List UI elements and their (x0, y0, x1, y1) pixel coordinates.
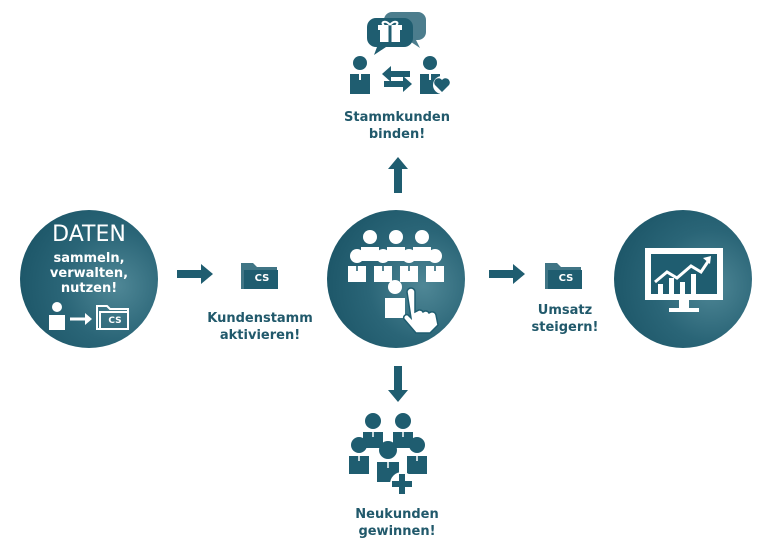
folder-letters: CS (254, 273, 270, 284)
folder-cs-icon (545, 263, 582, 289)
step-right-line2: steigern! (531, 320, 599, 335)
arrow-down-icon (388, 366, 408, 402)
step-left-line2: aktivieren! (219, 328, 301, 343)
arrow-right-icon (489, 264, 525, 284)
top-label-line2: binden! (368, 127, 426, 142)
data-line1: sammeln, (53, 251, 125, 266)
person-icon (350, 56, 370, 94)
folder-letters: CS (558, 273, 574, 284)
data-circle: DATEN sammeln, verwalten, nutzen! CS (20, 210, 158, 348)
person-heart-icon (420, 56, 450, 94)
arrow-right-icon (177, 264, 213, 284)
data-line2: verwalten, (49, 266, 129, 281)
arrow-up-icon (388, 157, 408, 193)
customers-circle (327, 210, 465, 348)
step-right-line1: Umsatz (537, 303, 593, 318)
arrow-right-icon (70, 313, 92, 325)
top-label-line1: Stammkunden (344, 110, 450, 125)
data-heading: DATEN (52, 222, 126, 247)
person-icon (49, 302, 65, 330)
group-icon (348, 230, 444, 282)
bottom-label-line2: gewinnen! (358, 524, 436, 539)
bottom-label-line1: Neukunden (355, 507, 439, 522)
exchange-arrows-icon (382, 66, 412, 92)
data-line3: nutzen! (60, 281, 118, 296)
monitor-chart-icon (645, 248, 723, 312)
folder-cs-icon (96, 305, 129, 330)
group-plus-icon (349, 413, 427, 496)
hand-pointer-icon (385, 280, 439, 334)
gift-chat-icon (367, 12, 426, 55)
folder-cs-icon (241, 263, 278, 289)
revenue-circle (614, 210, 752, 348)
folder-letters: CS (108, 316, 122, 326)
step-left-line1: Kundenstamm (207, 311, 313, 326)
